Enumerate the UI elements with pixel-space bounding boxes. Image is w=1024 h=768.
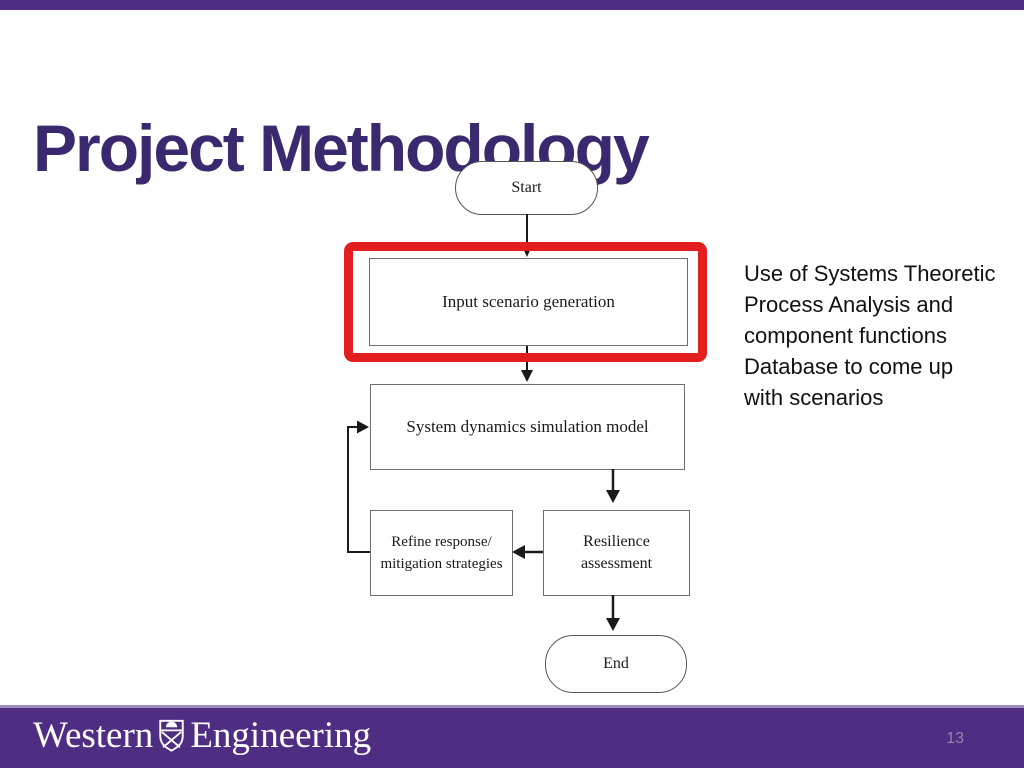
arrow-resilience-to-refine [512, 545, 543, 559]
page-number: 13 [946, 730, 964, 747]
flow-node-end: End [545, 635, 687, 693]
annotation-text: Use of Systems Theoretic Process Analysi… [744, 261, 996, 410]
flow-node-resilience-assessment: Resilience assessment [543, 510, 690, 596]
flow-node-start: Start [455, 161, 598, 215]
brand-logo: Western Engineering [33, 717, 371, 754]
footer-bar: Western Engineering 13 [0, 705, 1024, 768]
flow-node-refine-response: Refine response/ mitigation strategies [370, 510, 513, 596]
top-brand-bar [0, 0, 1024, 10]
flow-node-system-dynamics: System dynamics simulation model [370, 384, 685, 470]
arrow-resilience-to-end [606, 595, 620, 631]
flow-node-input-scenario: Input scenario generation [369, 258, 688, 346]
arrow-sysdyn-to-resilience [606, 469, 620, 503]
brand-engineering-label: Engineering [190, 715, 372, 756]
feedback-refine-to-sysdyn [347, 420, 370, 553]
western-crest-icon [159, 719, 185, 752]
brand-western-label: Western [33, 715, 154, 756]
highlight-red-box [344, 242, 707, 362]
